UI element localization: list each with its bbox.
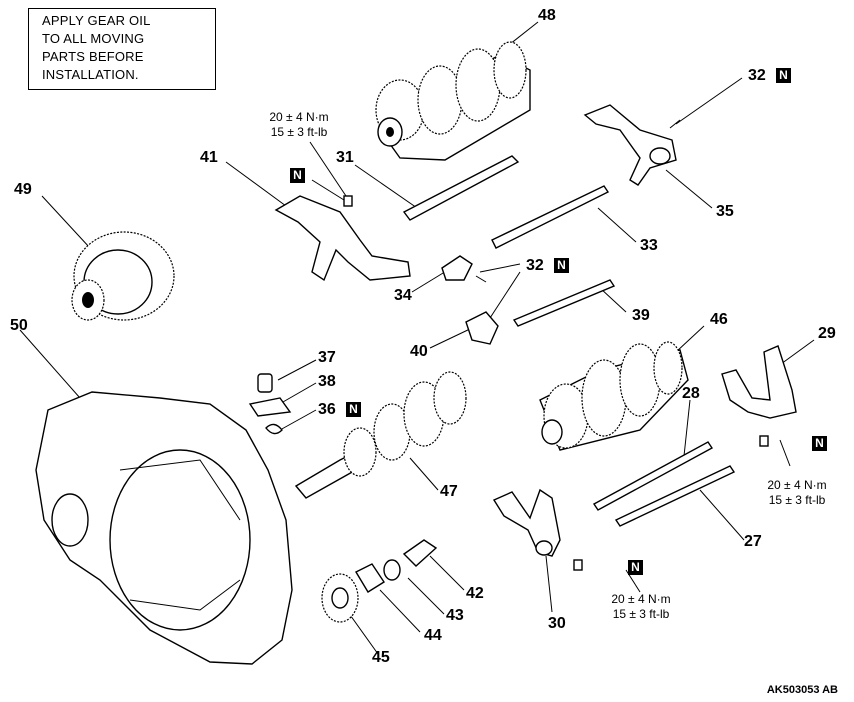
callout-47: 47 bbox=[440, 483, 458, 500]
callout-39: 39 bbox=[632, 307, 650, 324]
callout-46: 46 bbox=[710, 311, 728, 328]
callout-28: 28 bbox=[682, 385, 700, 402]
torque-spec-right: 20 ± 4 N·m 15 ± 3 ft-lb bbox=[742, 478, 852, 508]
torque-nm: 20 ± 4 N·m bbox=[611, 592, 671, 606]
shift-rails bbox=[402, 155, 736, 527]
gear-cluster-46 bbox=[539, 341, 689, 451]
washer-43 bbox=[383, 559, 401, 581]
differential-49 bbox=[71, 231, 175, 321]
callout-36: 36 bbox=[318, 401, 336, 418]
torque-ftlb: 15 ± 3 ft-lb bbox=[768, 493, 826, 507]
bolt-fittings bbox=[343, 119, 769, 571]
torque-spec-top: 20 ± 4 N·m 15 ± 3 ft-lb bbox=[244, 110, 354, 140]
n-mark-29-bolt: N bbox=[812, 436, 827, 451]
n-mark-32-mid: N bbox=[554, 258, 569, 273]
torque-ftlb: 15 ± 3 ft-lb bbox=[612, 607, 670, 621]
n-mark-41-bolt: N bbox=[290, 168, 305, 183]
shift-lever-40 bbox=[465, 311, 499, 345]
callout-32-top: 32 bbox=[748, 67, 766, 84]
callout-42: 42 bbox=[466, 585, 484, 602]
torque-ftlb: 15 ± 3 ft-lb bbox=[270, 125, 328, 139]
note-line-2: TO ALL MOVING bbox=[42, 31, 145, 46]
callout-45: 45 bbox=[372, 649, 390, 666]
bolt-42 bbox=[402, 539, 438, 567]
callout-35: 35 bbox=[716, 203, 734, 220]
hardware-37-38-36 bbox=[248, 373, 292, 435]
callout-49: 49 bbox=[14, 181, 32, 198]
leader-lines bbox=[19, 21, 815, 655]
callout-40: 40 bbox=[410, 343, 428, 360]
callout-43: 43 bbox=[446, 607, 464, 624]
torque-nm: 20 ± 4 N·m bbox=[767, 478, 827, 492]
shift-fork-30 bbox=[492, 488, 561, 557]
callout-31: 31 bbox=[336, 149, 354, 166]
callout-48: 48 bbox=[538, 7, 556, 24]
shift-fork-29 bbox=[721, 345, 797, 419]
callout-38: 38 bbox=[318, 373, 336, 390]
callout-32-mid: 32 bbox=[526, 257, 544, 274]
figure-reference: AK503053 AB bbox=[766, 684, 838, 696]
transaxle-case-50 bbox=[35, 391, 293, 665]
shift-fork-35 bbox=[583, 104, 677, 186]
gear-cluster-48 bbox=[375, 41, 531, 161]
input-shaft-47 bbox=[294, 371, 467, 499]
gear-oil-note bbox=[28, 8, 216, 90]
callout-33: 33 bbox=[640, 237, 658, 254]
callout-44: 44 bbox=[424, 627, 442, 644]
n-mark-36: N bbox=[346, 402, 361, 417]
torque-spec-bottom: 20 ± 4 N·m 15 ± 3 ft-lb bbox=[586, 592, 696, 622]
shift-fork-41 bbox=[274, 195, 411, 282]
callout-50: 50 bbox=[10, 317, 28, 334]
shift-lever-34 bbox=[441, 255, 473, 281]
callout-37: 37 bbox=[318, 349, 336, 366]
callout-30: 30 bbox=[548, 615, 566, 632]
callout-41: 41 bbox=[200, 149, 218, 166]
gear-45 bbox=[321, 573, 359, 623]
callout-29: 29 bbox=[818, 325, 836, 342]
note-line-3: PARTS BEFORE bbox=[42, 49, 144, 64]
callout-27: 27 bbox=[744, 533, 762, 550]
note-line-1: APPLY GEAR OIL bbox=[42, 13, 151, 28]
torque-nm: 20 ± 4 N·m bbox=[269, 110, 329, 124]
note-line-4: INSTALLATION. bbox=[42, 67, 139, 82]
spring-44 bbox=[355, 563, 385, 593]
n-mark-32-top: N bbox=[776, 68, 791, 83]
n-mark-30-bolt: N bbox=[628, 560, 643, 575]
callout-34: 34 bbox=[394, 287, 412, 304]
